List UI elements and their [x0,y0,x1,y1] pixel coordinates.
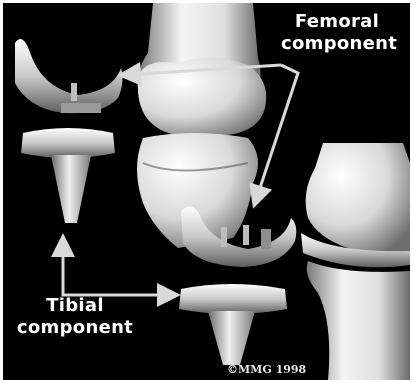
femoral-component-separated [15,39,122,113]
tibial-component-implanted [179,284,287,365]
assembled-knee [301,143,410,380]
tibial-component-label: Tibial component [15,295,135,339]
illustration-panel: Femoral component Tibial component ©MMG … [3,3,410,380]
copyright-notice: ©MMG 1998 [227,363,306,376]
tibial-component-separated [21,128,115,223]
femoral-component-label: Femoral component [281,11,393,55]
tibial-arrow-lower [63,285,175,295]
